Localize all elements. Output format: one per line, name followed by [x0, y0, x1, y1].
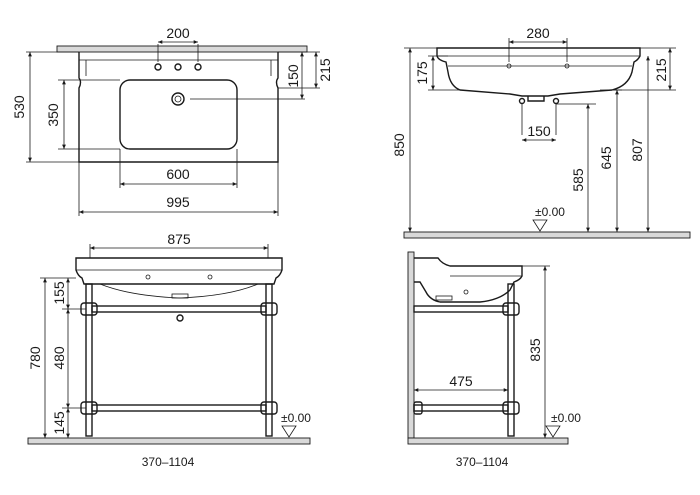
dim-basin-height: 215: [653, 58, 669, 82]
dim-height-807: 807: [629, 138, 645, 162]
dim-rail-depth: 475: [449, 373, 473, 389]
front-floor-level: ±0.00: [281, 411, 311, 425]
front-floor-strip: [27, 437, 311, 445]
dim-top-depth: 215: [317, 58, 333, 82]
floor-marker: [532, 219, 548, 232]
side-upper-rail: [413, 305, 509, 313]
dim-bowl-width: 600: [166, 166, 190, 182]
side-lower-rail: [413, 404, 509, 412]
side-product-code: 370–1104: [456, 455, 509, 469]
dim-rim-height: 175: [414, 61, 430, 85]
dim-side-height: 835: [527, 338, 543, 362]
dim-front-mid-height: 480: [51, 346, 67, 370]
side-basin: [414, 257, 523, 303]
drain-outlet: [527, 96, 545, 102]
dim-height-645: 645: [598, 146, 614, 170]
side-top-view: 280 175 215 850 150 585 645 807 ±0.00: [391, 25, 691, 239]
wall-side: [407, 251, 415, 439]
side-leg: [507, 283, 515, 437]
dim-tap-width: 280: [526, 25, 550, 41]
side-floor-level: ±0.00: [551, 411, 581, 425]
basin-profile: [436, 47, 641, 97]
wall-strip: [56, 45, 308, 53]
dim-waste-spacing: 150: [527, 123, 551, 139]
drain: [171, 92, 185, 106]
dim-top-height: 850: [391, 133, 407, 157]
side-floor-strip: [407, 437, 569, 445]
bowl: [119, 79, 238, 150]
front-lower-rail: [91, 404, 267, 412]
dim-total-depth: 530: [11, 95, 27, 119]
dim-front-width: 875: [167, 231, 191, 247]
floor-level-label: ±0.00: [535, 205, 565, 219]
dim-overflow-depth: 150: [285, 64, 301, 88]
front-leg-right: [265, 283, 273, 437]
front-basin: [75, 257, 283, 285]
tap-hole-right: [194, 63, 202, 71]
dim-bowl-depth: 350: [45, 103, 61, 127]
dim-front-total-height: 780: [27, 346, 43, 370]
dim-total-width: 995: [166, 194, 190, 210]
top-view: 200 150 215 530 350 600 995: [11, 25, 333, 216]
dim-height-585: 585: [570, 168, 586, 192]
basin-outline: [78, 52, 279, 163]
tap-hole-center: [174, 63, 182, 71]
side-view: 475 835 ±0.00 370–1104: [407, 251, 581, 469]
front-leg-left: [85, 283, 93, 437]
front-upper-rail: [91, 305, 267, 313]
dim-front-lower-height: 145: [51, 411, 67, 435]
front-view: 875 780 155 480 145 ±0.00 370–1104: [27, 231, 311, 469]
tap-hole-left: [154, 63, 162, 71]
dim-front-upper-height: 155: [51, 281, 67, 305]
front-product-code: 370–1104: [142, 455, 195, 469]
floor-strip: [403, 231, 691, 239]
dim-tap-spacing: 200: [166, 25, 190, 41]
